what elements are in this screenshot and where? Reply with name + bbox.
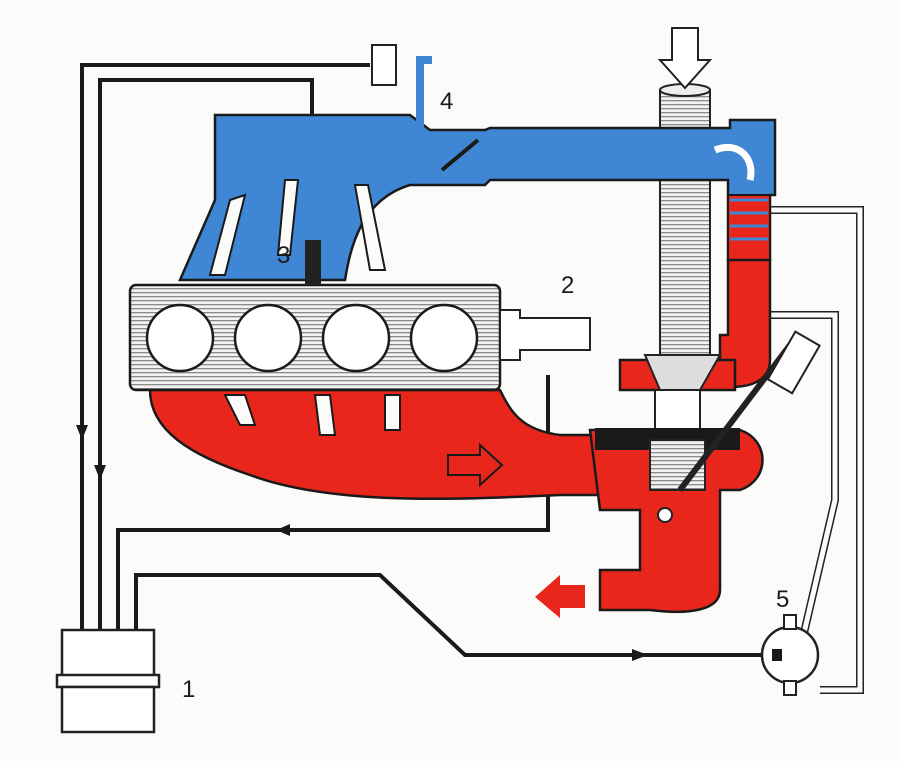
wire-arrows [76, 425, 648, 661]
control-unit-1 [55, 628, 161, 734]
airflow-arrow-icon [713, 143, 755, 181]
label-control-unit: 1 [182, 676, 196, 703]
label-sensor-4: 4 [440, 88, 454, 115]
exhaust-out-arrow-icon [535, 575, 585, 618]
wire-to-sensor-4 [80, 63, 370, 630]
wire-to-valve-5 [134, 573, 780, 657]
sensor-2-body [499, 309, 591, 361]
label-valve-5: 5 [776, 586, 790, 613]
sensor-3-body [305, 240, 321, 285]
sensor-4-body [371, 44, 397, 86]
air-inflow-arrow-icon [657, 27, 713, 90]
wastegate-rod [677, 343, 793, 492]
wastegate-actuator [766, 330, 821, 395]
throttle-valve [440, 138, 480, 172]
turbine-housing [588, 428, 764, 614]
wastegate-valve-5 [760, 625, 820, 685]
label-sensor-2: 2 [561, 272, 575, 299]
exhaust-flow-arrow-icon [447, 442, 504, 488]
cylinders [145, 303, 479, 373]
intake-manifold [178, 113, 777, 282]
exhaust-manifold [148, 388, 602, 501]
label-sensor-3: 3 [277, 242, 291, 269]
